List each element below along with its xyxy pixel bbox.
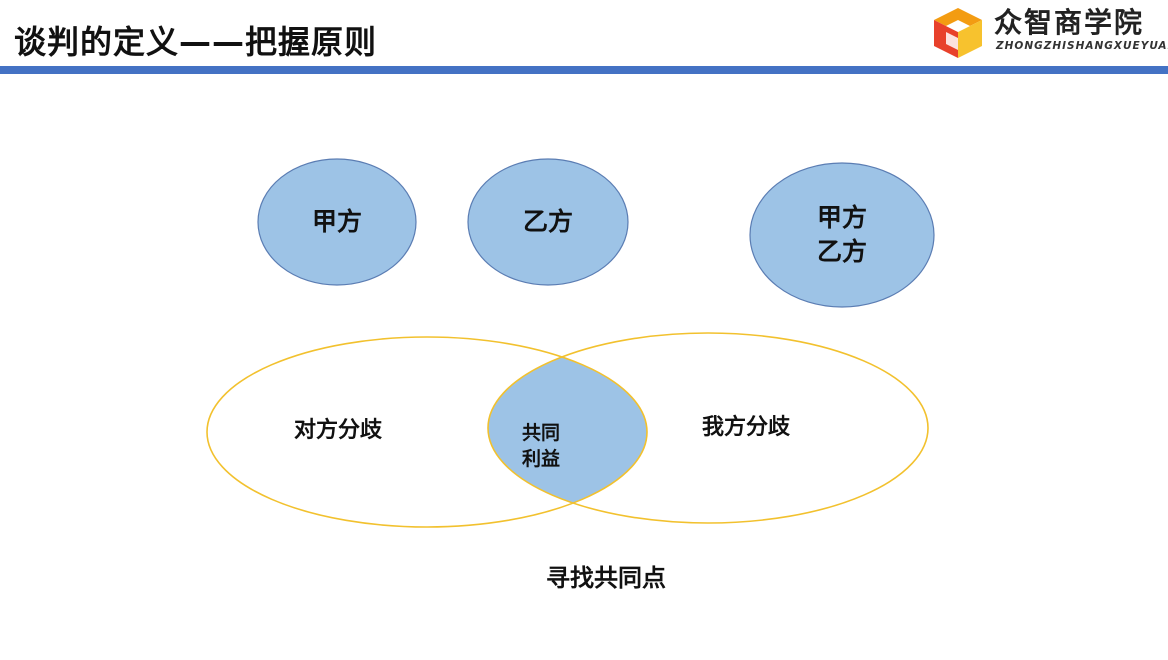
combined-label-line2: 乙方 bbox=[816, 237, 867, 266]
common-interest-label-line1: 共同 bbox=[521, 422, 560, 444]
brand-subtitle: ZHONGZHISHANGXUEYUAN bbox=[996, 40, 1168, 52]
opponent-divergence-label: 对方分歧 bbox=[293, 418, 382, 443]
party-b-label: 乙方 bbox=[522, 207, 573, 236]
opponent-divergence-ellipse bbox=[206, 336, 648, 528]
cube-logo-icon bbox=[934, 8, 982, 58]
header-divider bbox=[0, 66, 1168, 74]
combined-circle bbox=[749, 162, 935, 308]
combined-label-line1: 甲方 bbox=[816, 203, 867, 232]
our-divergence-ellipse bbox=[487, 332, 929, 524]
party-a-circle bbox=[257, 158, 417, 286]
party-b-circle bbox=[467, 158, 629, 286]
common-interest-region bbox=[488, 337, 647, 523]
brand-logo: 众智商学院 ZHONGZHISHANGXUEYUAN bbox=[930, 2, 1168, 64]
our-divergence-label: 我方分歧 bbox=[701, 415, 790, 440]
brand-name: 众智商学院 bbox=[994, 6, 1145, 39]
slide-header: 谈判的定义——把握原则 众智商学院 ZHONGZHISHANGXUEYUAN bbox=[0, 0, 1168, 66]
slide-title: 谈判的定义——把握原则 bbox=[14, 23, 378, 61]
common-interest-label-line2: 利益 bbox=[521, 448, 560, 470]
diagram-caption: 寻找共同点 bbox=[546, 564, 666, 592]
party-a-label: 甲方 bbox=[311, 207, 362, 236]
